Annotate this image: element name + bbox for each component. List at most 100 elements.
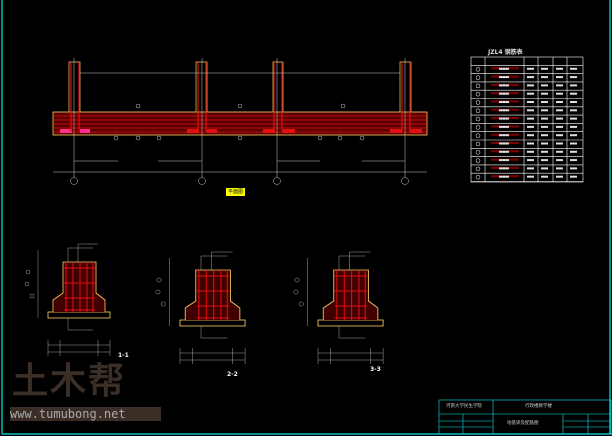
bar-number-circle bbox=[475, 158, 481, 163]
table-cell-mark bbox=[570, 159, 577, 162]
section-label-2: 2-2 bbox=[227, 371, 238, 378]
table-cell-mark bbox=[527, 117, 534, 120]
table-cell-mark bbox=[556, 159, 563, 162]
table-cell-mark bbox=[556, 84, 563, 87]
table-cell-mark bbox=[556, 76, 563, 79]
table-cell-mark bbox=[527, 159, 534, 162]
watermark-logo: 土木帮 bbox=[12, 361, 127, 402]
table-cell-mark bbox=[527, 109, 534, 112]
section-label-3: 3-3 bbox=[370, 366, 381, 373]
table-cell-mark bbox=[499, 109, 509, 112]
table-cell-mark bbox=[570, 125, 577, 128]
table-cell-mark bbox=[499, 134, 509, 137]
bar-number-circle bbox=[475, 67, 481, 72]
table-cell-mark bbox=[527, 76, 534, 79]
table-cell-mark bbox=[556, 134, 563, 137]
table-cell-mark bbox=[541, 134, 548, 137]
table-cell-mark bbox=[527, 84, 534, 87]
table-cell-mark bbox=[556, 167, 563, 170]
table-cell-mark bbox=[570, 67, 577, 70]
title-project: 行政楼教学楼 bbox=[525, 404, 552, 409]
rebar-table-cells bbox=[475, 67, 577, 180]
table-cell-mark bbox=[556, 67, 563, 70]
table-cell-mark bbox=[541, 76, 548, 79]
foundation-section bbox=[24, 243, 111, 356]
table-cell-mark bbox=[570, 84, 577, 87]
bar-number-circle bbox=[475, 174, 481, 180]
table-cell-mark bbox=[556, 150, 563, 153]
table-cell-mark bbox=[527, 150, 534, 153]
foundation-section bbox=[155, 251, 246, 364]
table-cell-mark bbox=[499, 142, 509, 145]
table-cell-mark bbox=[499, 159, 509, 162]
table-cell-mark bbox=[541, 125, 548, 128]
table-cell-mark bbox=[541, 84, 548, 87]
table-title: JZL4 钢筋表 bbox=[488, 49, 523, 56]
rebar-table bbox=[470, 56, 584, 183]
table-cell-mark bbox=[541, 142, 548, 145]
watermark-url: www.tumubong.net bbox=[10, 407, 161, 421]
table-cell-mark bbox=[556, 175, 563, 178]
table-cell-mark bbox=[541, 109, 548, 112]
table-cell-mark bbox=[499, 175, 509, 178]
bar-number-circle bbox=[475, 116, 481, 122]
table-cell-mark bbox=[556, 142, 563, 145]
title-school: 河南大学民生学院 bbox=[446, 404, 482, 409]
table-cell-mark bbox=[499, 117, 509, 120]
table-cell-mark bbox=[499, 76, 509, 79]
bar-number-circle bbox=[475, 108, 481, 114]
bar-number-circle bbox=[475, 100, 481, 105]
table-cell-mark bbox=[570, 109, 577, 112]
table-cell-mark bbox=[541, 167, 548, 170]
table-cell-mark bbox=[541, 92, 548, 95]
bar-number-circle bbox=[475, 91, 481, 97]
title-block bbox=[438, 399, 612, 435]
table-cell-mark bbox=[499, 125, 509, 128]
bar-number-circle bbox=[475, 150, 481, 155]
table-cell-mark bbox=[499, 67, 509, 70]
table-cell-mark bbox=[570, 101, 577, 103]
bar-number-circle bbox=[475, 166, 481, 172]
table-cell-mark bbox=[527, 125, 534, 128]
table-cell-mark bbox=[541, 101, 548, 103]
sections bbox=[24, 243, 384, 364]
bar-number-circle bbox=[475, 133, 481, 138]
bar-number-circle bbox=[475, 141, 481, 147]
table-cell-mark bbox=[541, 159, 548, 162]
table-cell-mark bbox=[527, 134, 534, 137]
table-cell-mark bbox=[556, 101, 563, 103]
section-label-1: 1-1 bbox=[118, 352, 129, 359]
table-cell-mark bbox=[570, 175, 577, 178]
table-cell-mark bbox=[570, 76, 577, 79]
table-cell-mark bbox=[541, 67, 548, 70]
table-cell-mark bbox=[570, 117, 577, 120]
table-cell-mark bbox=[499, 101, 509, 103]
table-cell-mark bbox=[527, 67, 534, 70]
table-cell-mark bbox=[570, 142, 577, 145]
table-cell-mark bbox=[499, 84, 509, 87]
title-drawing-name: 地基梁及配筋图 bbox=[507, 421, 539, 426]
table-cell-mark bbox=[570, 150, 577, 153]
table-cell-mark bbox=[556, 125, 563, 128]
bar-number-circle bbox=[475, 75, 481, 80]
table-cell-mark bbox=[541, 175, 548, 178]
table-cell-mark bbox=[570, 167, 577, 170]
bar-number-circle bbox=[475, 83, 481, 89]
table-cell-mark bbox=[556, 117, 563, 120]
table-cell-mark bbox=[556, 109, 563, 112]
table-cell-mark bbox=[527, 142, 534, 145]
table-cell-mark bbox=[527, 175, 534, 178]
plan-label: 平面图 bbox=[226, 188, 246, 196]
bar-number-circle bbox=[475, 125, 481, 130]
table-cell-mark bbox=[527, 101, 534, 103]
table-cell-mark bbox=[527, 167, 534, 170]
beam-elevation bbox=[52, 58, 428, 185]
table-cell-mark bbox=[499, 167, 509, 170]
table-cell-mark bbox=[541, 117, 548, 120]
table-cell-mark bbox=[556, 92, 563, 95]
table-cell-mark bbox=[527, 92, 534, 95]
table-cell-mark bbox=[541, 150, 548, 153]
foundation-section bbox=[293, 251, 384, 364]
